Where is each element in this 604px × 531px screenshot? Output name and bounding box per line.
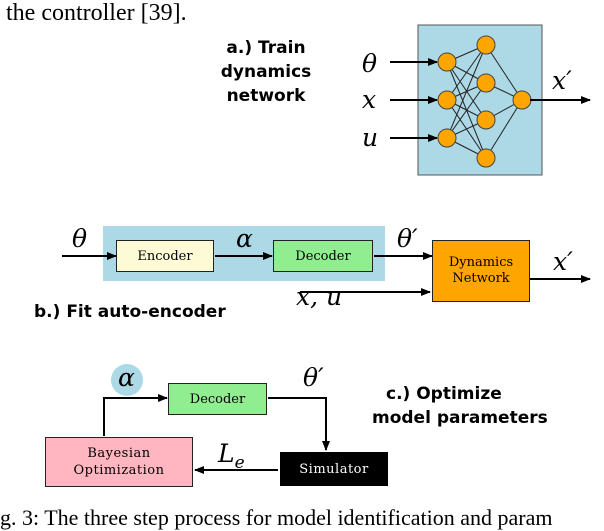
loss-label: Le [218, 439, 245, 473]
network-edge [485, 44, 523, 101]
panel-a-label: a.) Train dynamics network [216, 36, 316, 108]
alpha-label: α [236, 224, 253, 253]
dynamics-output-label: x′ [553, 247, 573, 276]
simulator-label: Simulator [299, 461, 369, 477]
simulator-box: Simulator [280, 452, 388, 486]
panel-b-label: b.) Fit auto-encoder [34, 302, 226, 322]
alpha-circle [111, 364, 143, 396]
panel-c-label: c.) Optimize model parameters [372, 382, 548, 430]
bayesian-optimization-box: Bayesian Optimization [45, 437, 193, 487]
network-node [437, 90, 457, 110]
network-node [476, 35, 496, 55]
decoder-label-c: Decoder [189, 391, 246, 407]
network-node [437, 128, 457, 148]
network-edge [485, 99, 523, 159]
theta-prime-label: θ′ [397, 224, 418, 253]
caption-fragment: g. 3: The three step process for model i… [0, 505, 553, 530]
network-node [512, 90, 532, 110]
panel-c-label-line1: c.) Optimize [386, 384, 502, 404]
decoder-to-simulator-arrow [268, 397, 330, 451]
network-nodes [437, 35, 532, 168]
decoder-box-c: Decoder [168, 383, 267, 415]
network-edge [446, 44, 487, 101]
network-output-label: x′ [552, 66, 572, 95]
loss-subscript: e [234, 453, 245, 473]
input-u-label: u [362, 123, 379, 152]
network-node [476, 73, 496, 93]
theta-input-label: θ [72, 224, 88, 253]
dynamics-network-box: Dynamics Network [432, 240, 530, 302]
dynamics-label-line2: Network [452, 271, 510, 286]
loss-symbol: L [218, 439, 235, 468]
dynamics-label-line1: Dynamics [448, 255, 514, 270]
network-edge [446, 44, 487, 139]
decoder-label: Decoder [295, 248, 351, 264]
input-theta-label: θ [362, 49, 378, 78]
panel-c-label-line2: model parameters [372, 408, 548, 428]
network-edge [446, 82, 487, 139]
network-node [476, 110, 496, 130]
decoder-box: Decoder [273, 240, 373, 272]
panel-a-label-line3: network [226, 86, 306, 106]
bayes-label-line2: Optimization [73, 463, 165, 478]
network-node [437, 52, 457, 72]
alpha-circle-label: α [118, 363, 135, 392]
encoder-label: Encoder [137, 248, 193, 264]
panel-a-label-line1: a.) Train [226, 38, 306, 58]
encoder-box: Encoder [116, 240, 214, 272]
xu-input-label: x, u [296, 282, 343, 311]
panel-a-label-line2: dynamics [220, 62, 312, 82]
input-x-label: x [362, 85, 377, 114]
network-node [476, 148, 496, 168]
intro-text-fragment: the controller [39]. [6, 0, 187, 26]
bayes-label-line1: Bayesian [87, 446, 151, 461]
theta-prime-label-c: θ′ [303, 363, 324, 392]
bayes-to-decoder-arrow [103, 394, 168, 436]
